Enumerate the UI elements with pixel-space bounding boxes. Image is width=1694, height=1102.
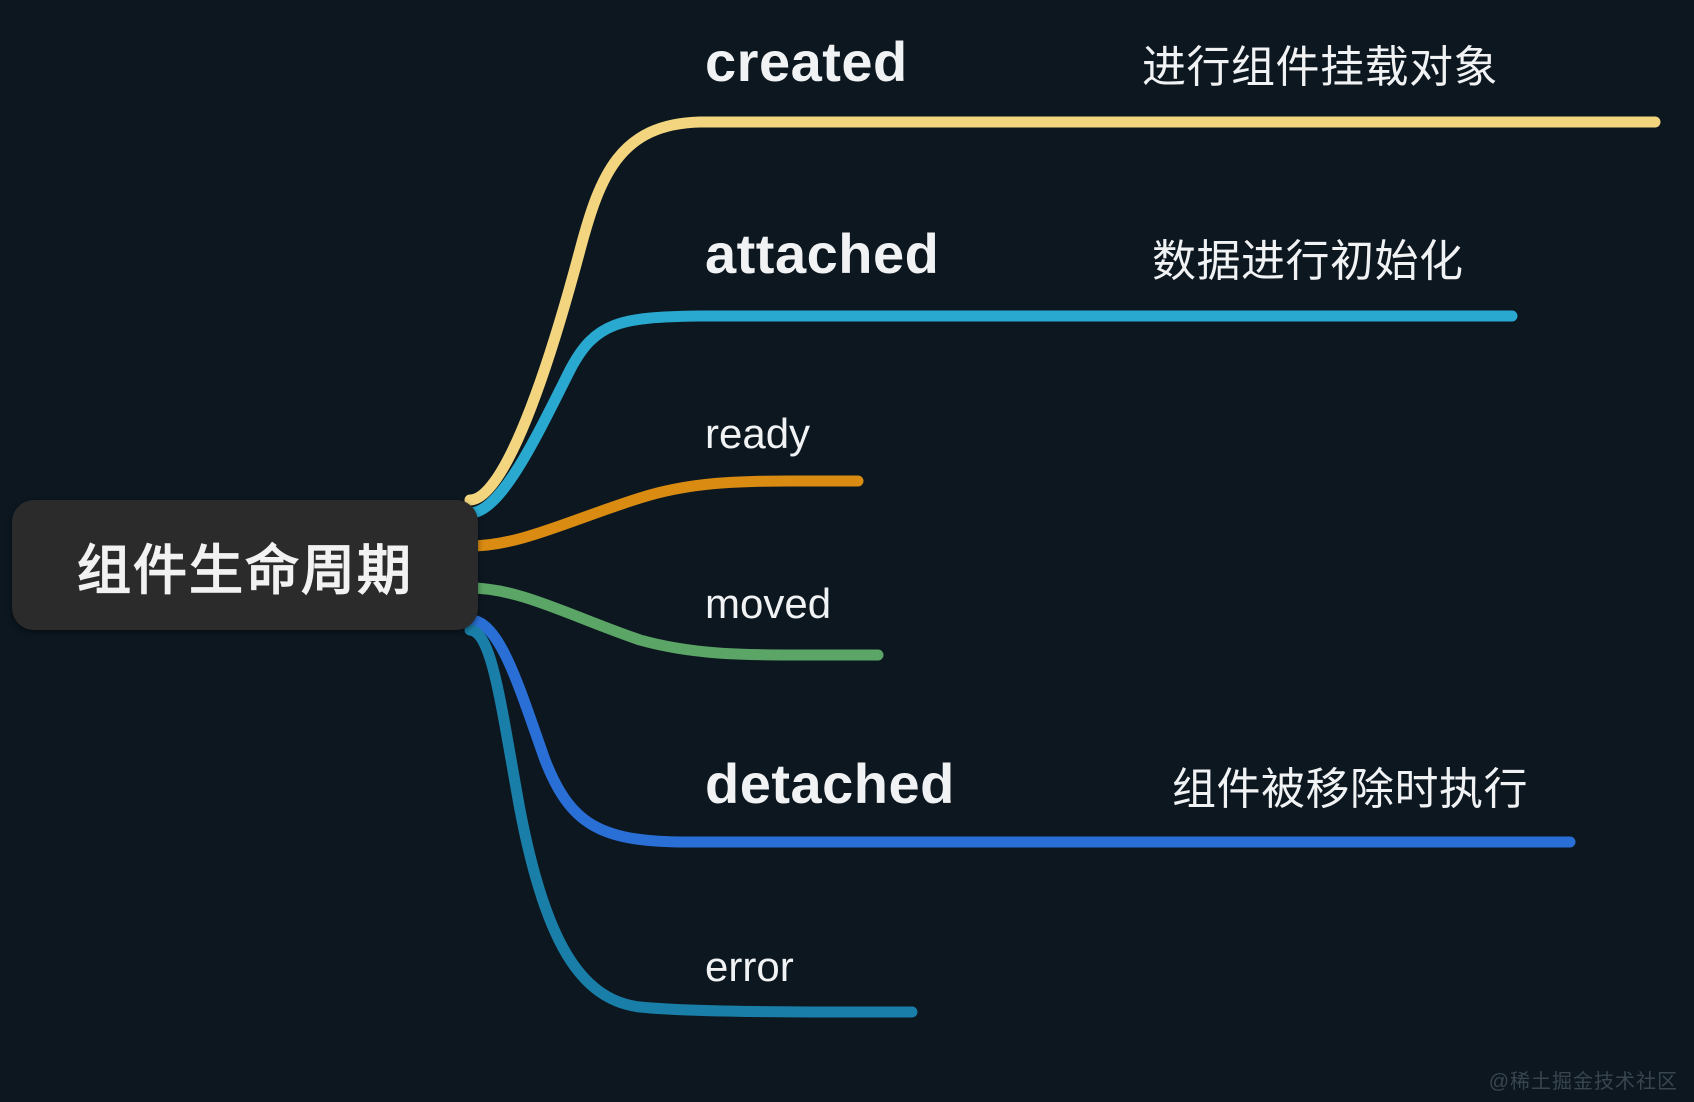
- watermark: @稀土掘金技术社区: [1488, 1071, 1678, 1093]
- root-node[interactable]: 组件生命周期: [12, 500, 478, 630]
- edge-created: [464, 116, 1661, 506]
- branch-label-error[interactable]: error: [705, 943, 794, 990]
- root-node-label: 组件生命周期: [77, 540, 413, 601]
- branch-label-moved[interactable]: moved: [705, 580, 832, 627]
- edge-attached: [464, 310, 1518, 519]
- edge-ready: [464, 475, 864, 552]
- edge-error: [464, 624, 918, 1018]
- branch-label-attached[interactable]: attached: [705, 222, 940, 285]
- branch-note-created[interactable]: 进行组件挂载对象: [1142, 43, 1498, 92]
- branch-label-detached[interactable]: detached: [705, 752, 955, 815]
- branch-note-detached[interactable]: 组件被移除时执行: [1172, 765, 1528, 814]
- branch-label-ready[interactable]: ready: [705, 410, 811, 457]
- branch-note-attached[interactable]: 数据进行初始化: [1152, 237, 1464, 286]
- branch-label-created[interactable]: created: [705, 30, 908, 93]
